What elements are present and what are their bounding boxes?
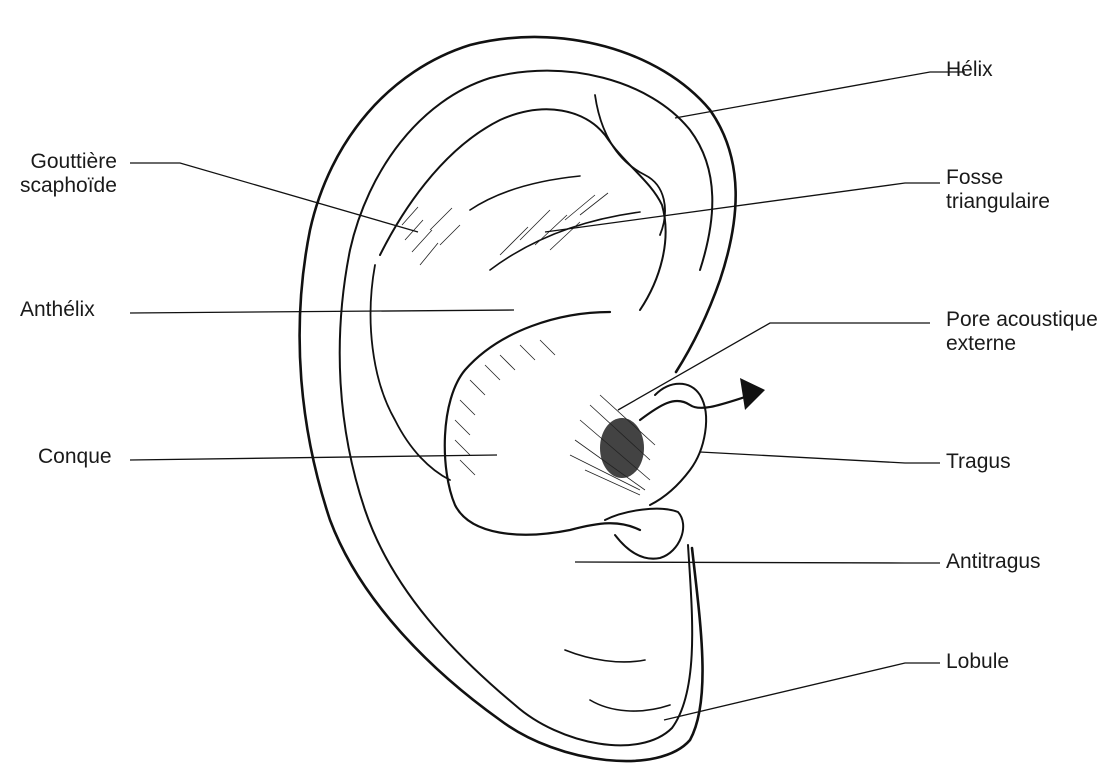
label-fosse-line2: triangulaire [946, 190, 1050, 214]
leader-lobule [664, 663, 940, 720]
label-gouttiere-scaphoide: Gouttière scaphoïde [20, 150, 117, 198]
label-antitragus: Antitragus [946, 550, 1041, 574]
canal-arrow-head [740, 378, 765, 410]
label-anthelix: Anthélix [20, 298, 95, 322]
label-conque: Conque [38, 445, 112, 469]
ear-drawing [300, 37, 765, 761]
label-tragus: Tragus [946, 450, 1011, 474]
label-fosse-triangulaire: Fosse triangulaire [946, 166, 1050, 214]
label-gouttiere-line2: scaphoïde [20, 174, 117, 198]
hatching-scapha [402, 207, 460, 265]
label-pore-acoustique-externe: Pore acoustique externe [946, 308, 1098, 356]
label-pore-line2: externe [946, 332, 1098, 356]
leader-tragus [700, 452, 940, 463]
leader-helix [675, 72, 965, 118]
leader-pore [618, 323, 930, 410]
antitragus-contour [605, 509, 683, 559]
leader-antitragus [575, 562, 940, 563]
label-pore-line1: Pore acoustique [946, 308, 1098, 332]
canal-arrow-shaft [640, 397, 745, 420]
leader-fosse [545, 183, 940, 232]
leader-anthelix [130, 310, 514, 313]
pore-acoustique-dark [570, 395, 655, 495]
lobule-fold [565, 650, 670, 711]
label-fosse-line1: Fosse [946, 166, 1050, 190]
hatching-fossa [500, 193, 608, 255]
label-helix: Hélix [946, 58, 993, 82]
label-lobule: Lobule [946, 650, 1009, 674]
label-gouttiere-line1: Gouttière [20, 150, 117, 174]
leader-lines [130, 72, 965, 720]
leader-gouttiere [130, 163, 418, 232]
anthelix-lower [371, 265, 450, 480]
helix-outer-contour [300, 37, 736, 761]
anthelix-contour [380, 109, 666, 310]
